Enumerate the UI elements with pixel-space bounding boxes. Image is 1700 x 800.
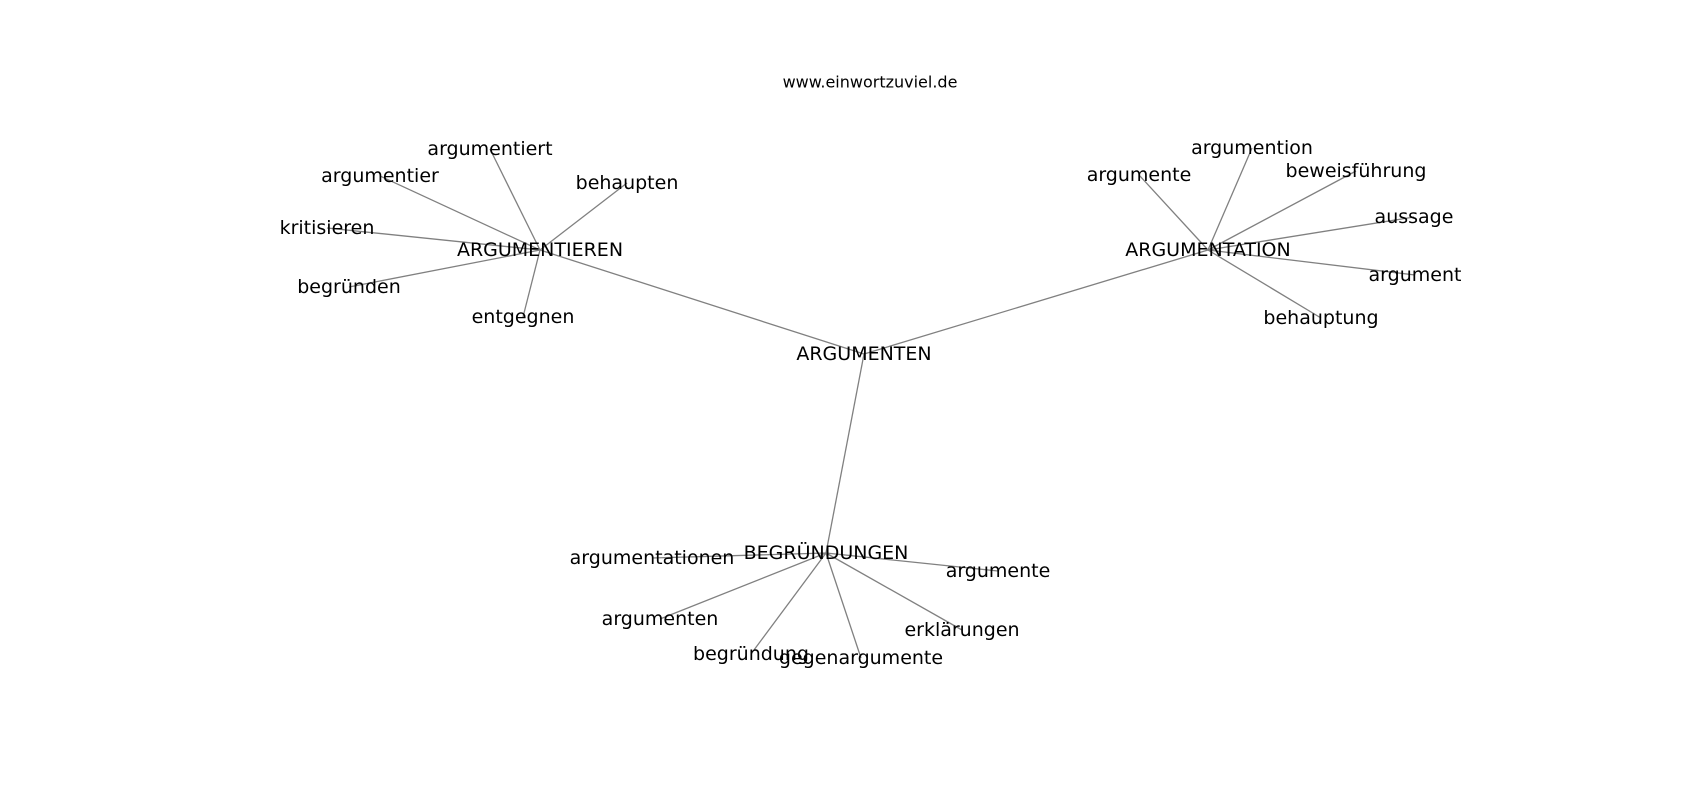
edge-root-to-argumentation	[863, 249, 1209, 355]
edge-begruendungen-to-erklaerungen	[825, 552, 963, 631]
leaf-node-aussage: aussage	[1375, 206, 1454, 228]
edge-argumentation-to-aussage	[1207, 216, 1415, 251]
edge-argumentieren-to-argumentiert	[489, 148, 541, 251]
leaf-node-erklaerungen: erklärungen	[904, 619, 1019, 641]
leaf-node-argumentiert: argumentiert	[427, 138, 552, 160]
edge-root-to-begruendungen	[825, 353, 865, 554]
leaf-node-entgegnen: entgegnen	[472, 306, 575, 328]
leaf-node-begruenden: begründen	[297, 276, 401, 298]
leaf-node-argumention: argumention	[1191, 137, 1313, 159]
edge-argumentation-to-behauptung	[1207, 249, 1322, 319]
leaf-node-beweisfuehrung: beweisführung	[1286, 160, 1427, 182]
label-layer: www.einwortzuviel.de ARGUMENTEN ARGUMENTI…	[280, 73, 1462, 670]
edge-argumentieren-to-behaupten	[539, 182, 628, 251]
hub-node-argumentieren: ARGUMENTIEREN	[457, 239, 623, 261]
edge-root-to-argumentieren	[539, 249, 865, 355]
edge-argumentieren-to-argumentier	[379, 175, 541, 251]
leaf-node-behaupten: behaupten	[576, 172, 679, 194]
edge-layer	[326, 147, 1416, 659]
edge-argumentation-to-argumente	[1138, 174, 1209, 251]
leaf-node-argumentier: argumentier	[321, 165, 439, 187]
hub-node-begruendungen: BEGRÜNDUNGEN	[744, 541, 909, 564]
leaf-node-argumentationen: argumentationen	[570, 547, 735, 569]
leaf-node-argumente: argumente	[946, 560, 1051, 582]
edge-begruendungen-to-argumentationen	[651, 552, 827, 559]
edge-argumentieren-to-begruenden	[348, 249, 541, 288]
edge-argumentation-to-beweisfuehrung	[1207, 170, 1357, 251]
site-url-label: www.einwortzuviel.de	[783, 73, 958, 92]
leaf-node-argumente: argumente	[1087, 164, 1192, 186]
hub-node-argumentation: ARGUMENTATION	[1125, 239, 1290, 261]
edge-argumentieren-to-entgegnen	[522, 249, 541, 318]
edge-argumentieren-to-kritisieren	[326, 227, 541, 251]
leaf-node-begruendung: begründung	[693, 643, 809, 665]
edge-argumentation-to-argument	[1207, 249, 1416, 276]
leaf-node-behauptung: behauptung	[1263, 307, 1378, 329]
edge-begruendungen-to-argumente	[825, 552, 999, 572]
leaf-node-argumenten: argumenten	[602, 608, 719, 630]
leaf-node-argument: argument	[1369, 264, 1462, 286]
edge-begruendungen-to-begruendung	[750, 552, 827, 655]
edge-begruendungen-to-argumenten	[659, 552, 827, 620]
edge-argumentation-to-argumention	[1207, 147, 1253, 251]
leaf-node-gegenargumente: gegenargumente	[779, 647, 943, 669]
edge-begruendungen-to-gegenargumente	[825, 552, 862, 659]
leaf-node-kritisieren: kritisieren	[280, 217, 375, 239]
root-node-label: ARGUMENTEN	[796, 343, 931, 365]
